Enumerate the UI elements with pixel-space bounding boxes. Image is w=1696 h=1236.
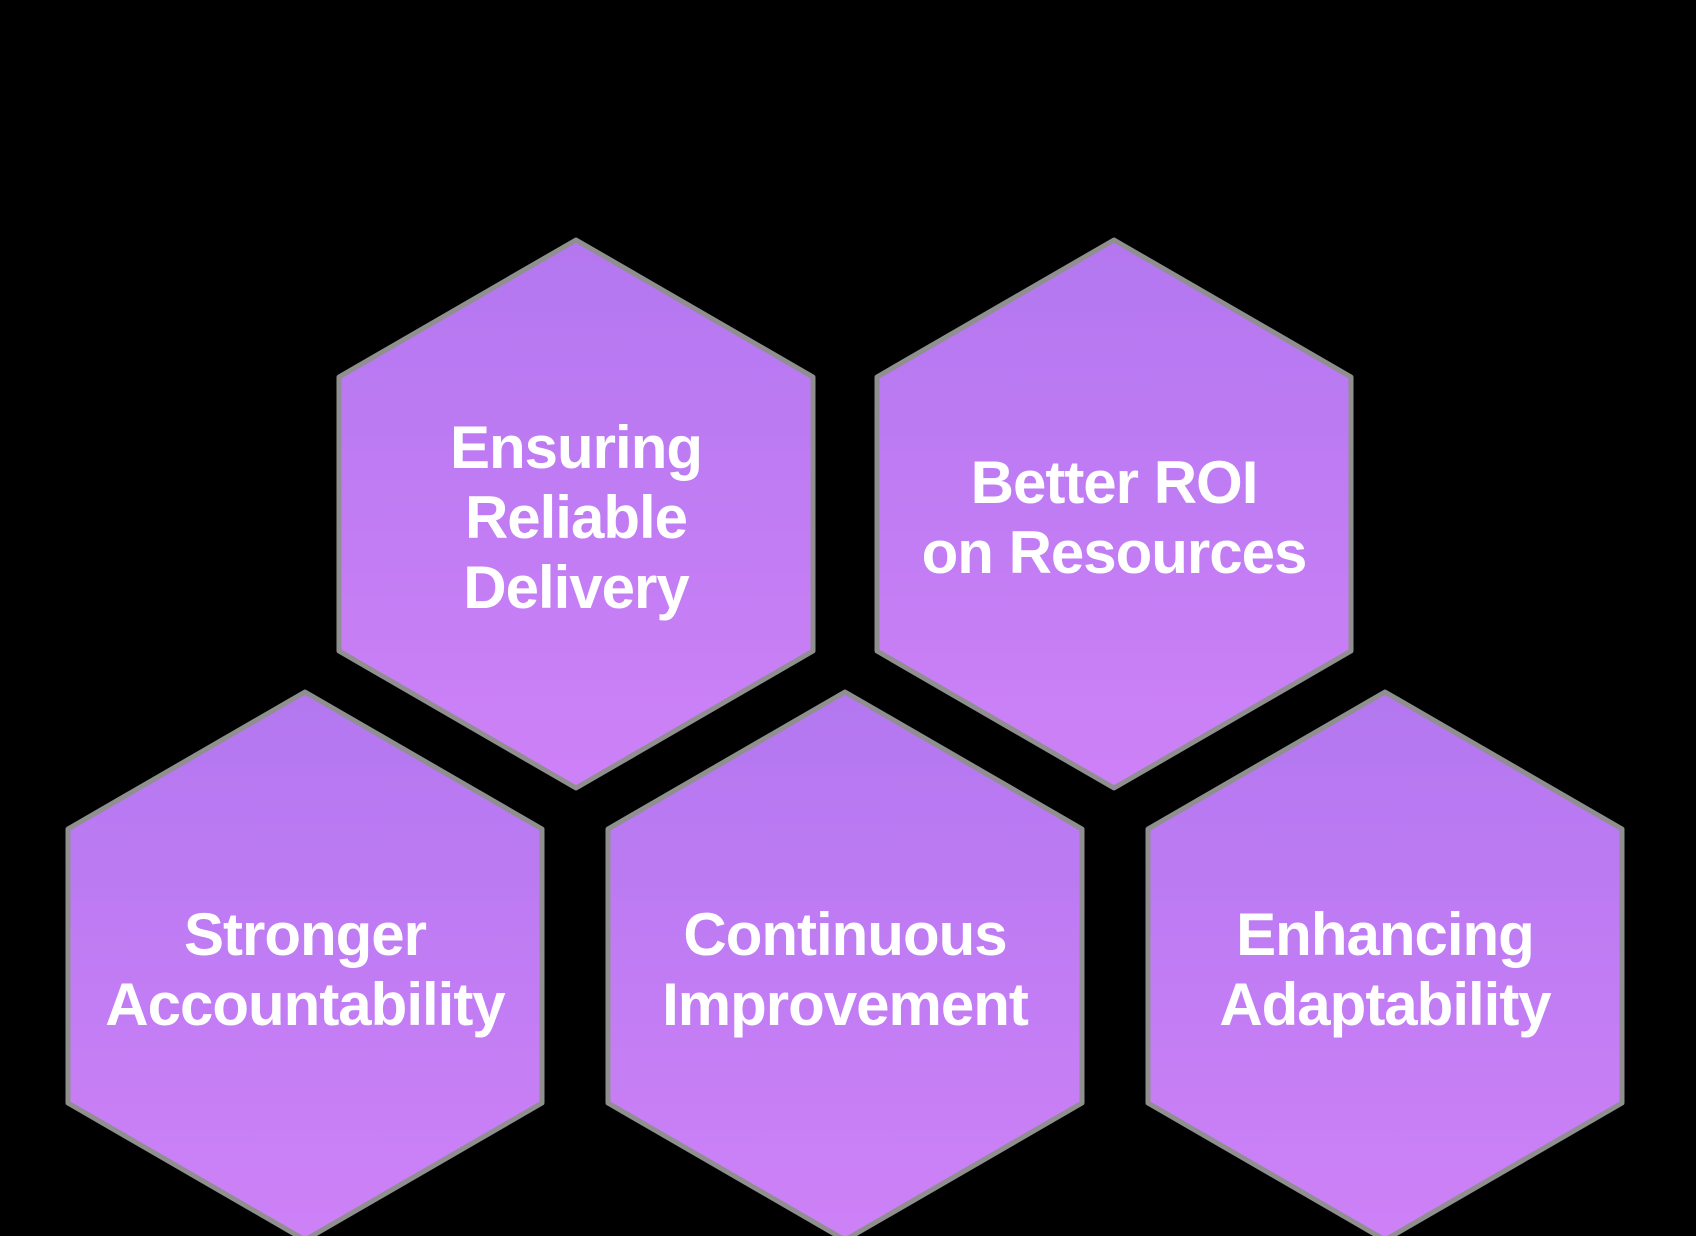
hexagon-continuous-improvement: Continuous Improvement <box>605 689 1085 1236</box>
hexagon-label-line: Improvement <box>662 971 1029 1038</box>
hexagon-shape <box>336 237 816 791</box>
hexagon-label-line: Delivery <box>463 554 689 621</box>
hexagon-label-line: Adaptability <box>1219 971 1551 1038</box>
hexagon-label-line: on Resources <box>921 519 1308 586</box>
hexagon-label-line: Continuous <box>683 901 1007 968</box>
hexagon-shape <box>65 689 545 1236</box>
hexagon-label: Better ROI on Resources <box>877 240 1351 788</box>
hexagon-shape <box>1145 689 1625 1236</box>
hexagon-label: Ensuring Reliable Delivery <box>339 240 813 788</box>
hexagon-label-line: Reliable <box>464 484 688 551</box>
hexagon-enhancing-adaptability: Enhancing Adaptability <box>1145 689 1625 1236</box>
hexagon-label: Continuous Improvement <box>608 692 1082 1236</box>
hexagon-ensuring-reliable-delivery: Ensuring Reliable Delivery <box>336 237 816 791</box>
hexagon-label-line: Ensuring <box>449 414 703 481</box>
hexagon-better-roi-on-resources: Better ROI on Resources <box>874 237 1354 791</box>
hexagon-label: Stronger Accountability <box>68 692 542 1236</box>
hexagon-stronger-accountability: Stronger Accountability <box>65 689 545 1236</box>
hexagon-label: Enhancing Adaptability <box>1148 692 1622 1236</box>
hexagon-label-line: Stronger <box>183 901 427 968</box>
hexagon-label-line: Accountability <box>105 971 505 1038</box>
hexagon-shape <box>874 237 1354 791</box>
hexagon-label-line: Better ROI <box>970 449 1259 516</box>
hexagon-label-line: Enhancing <box>1236 901 1535 968</box>
hexagon-shape <box>605 689 1085 1236</box>
